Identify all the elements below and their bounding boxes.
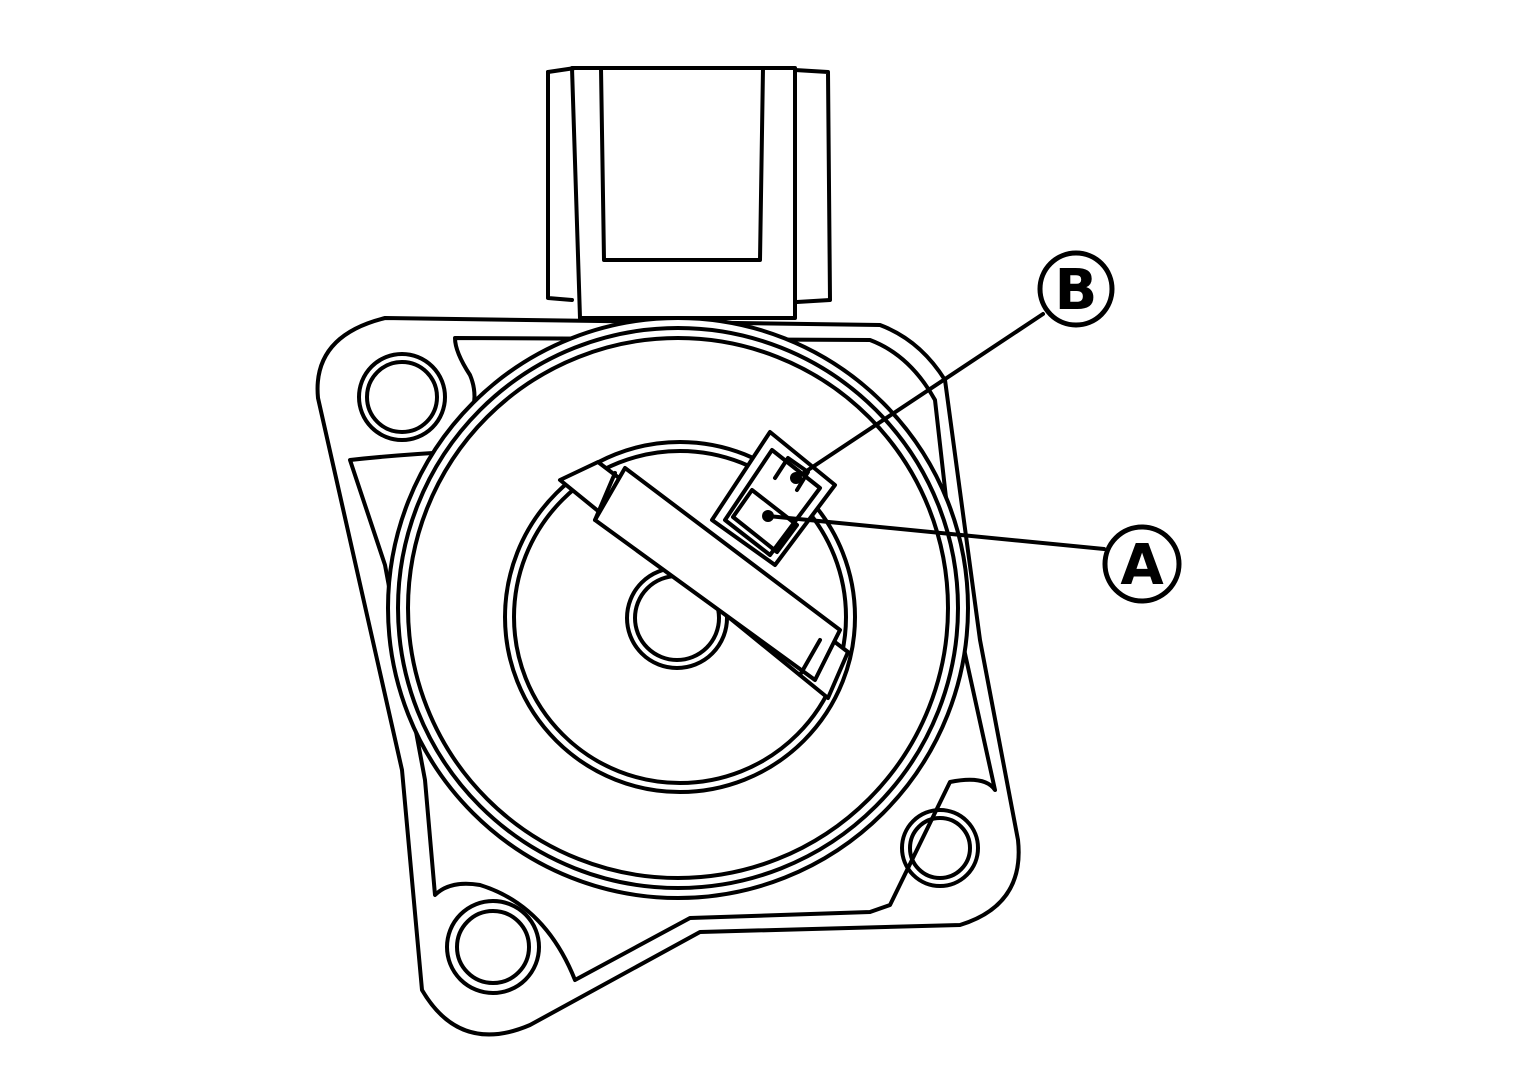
mounting-hole-bottom-right [900, 808, 980, 888]
leader-dot-b [790, 472, 802, 484]
callout-b: B [1037, 250, 1115, 328]
sensor-element [710, 430, 837, 567]
callout-a: A [1102, 524, 1182, 604]
callout-a-label: A [1120, 533, 1164, 598]
mounting-hole-bottom-left [445, 899, 541, 995]
rotor-plate [503, 440, 857, 794]
leader-dot-a [762, 510, 774, 522]
leader-line-b [794, 312, 1045, 480]
mounting-hole-top-left [357, 352, 447, 442]
sensor-body [386, 316, 970, 900]
connector [546, 66, 832, 320]
leader-line-a [766, 514, 1106, 551]
callout-b-label: B [1055, 258, 1098, 323]
rotor-lever [558, 460, 850, 700]
